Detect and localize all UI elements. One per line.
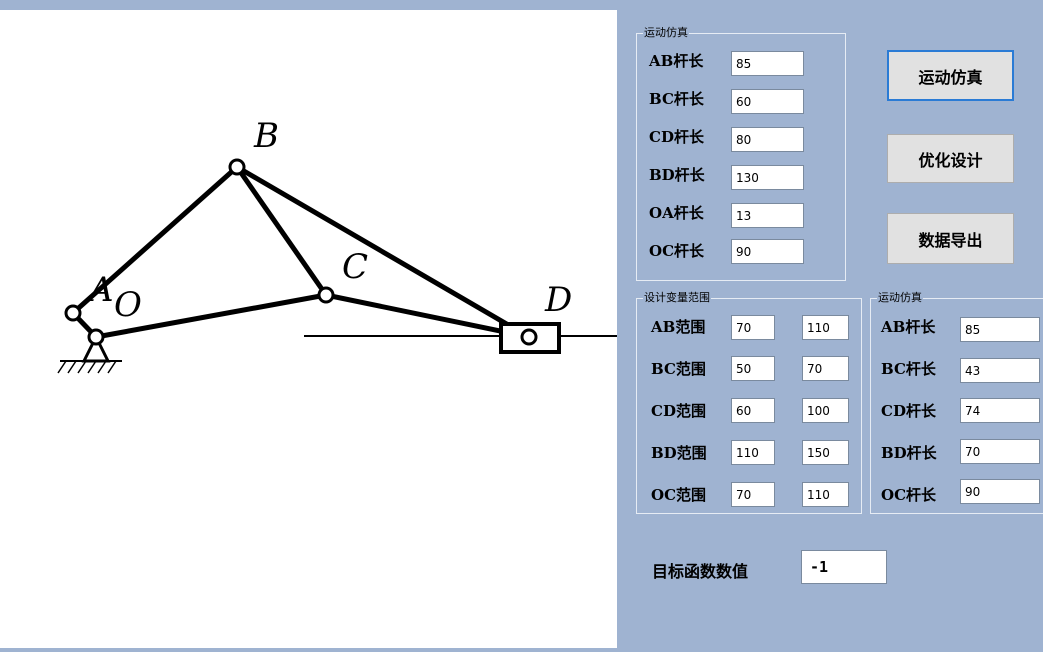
range-ab-label: AB范围 xyxy=(651,318,706,336)
sim-oa-label: OA杆长 xyxy=(649,204,704,222)
link-OC xyxy=(95,292,327,340)
range-cd-label: CD范围 xyxy=(651,402,706,420)
range-ab-min[interactable]: 70 xyxy=(731,315,775,340)
sim-bc-label: BC杆长 xyxy=(649,90,704,108)
result-oc-input[interactable]: 90 xyxy=(960,479,1040,504)
result-bc-input[interactable]: 43 xyxy=(960,358,1040,383)
mechanism-diagram: B C A O D xyxy=(57,116,617,374)
label-B: B xyxy=(253,116,279,156)
label-D: D xyxy=(544,280,572,320)
label-A: A xyxy=(86,270,114,310)
objective-value-field[interactable]: -1 xyxy=(801,550,887,584)
sim-cd-label: CD杆长 xyxy=(649,128,704,146)
result-group-title: 运动仿真 xyxy=(877,291,923,305)
result-cd-label: CD杆长 xyxy=(881,402,936,420)
range-cd-min[interactable]: 60 xyxy=(731,398,775,423)
range-bd-min[interactable]: 110 xyxy=(731,440,775,465)
sim-oc-input[interactable]: 90 xyxy=(731,239,804,264)
label-O: O xyxy=(114,285,142,325)
link-BC xyxy=(234,165,329,297)
range-bd-max[interactable]: 150 xyxy=(802,440,849,465)
sim-bd-input[interactable]: 130 xyxy=(731,165,804,190)
range-bc-label: BC范围 xyxy=(651,360,706,378)
link-CD xyxy=(325,292,530,340)
range-oc-max[interactable]: 110 xyxy=(802,482,849,507)
range-oc-min[interactable]: 70 xyxy=(731,482,775,507)
joint-B xyxy=(228,158,246,176)
range-bd-label: BD范围 xyxy=(651,444,707,462)
joint-O xyxy=(87,328,105,346)
export-button[interactable]: 数据导出 xyxy=(887,213,1014,264)
mechanism-canvas: B C A O D xyxy=(0,10,617,648)
range-group-title: 设计变量范围 xyxy=(643,291,711,305)
objective-label: 目标函数数值 xyxy=(652,562,749,581)
range-oc-label: OC范围 xyxy=(651,486,707,504)
range-cd-max[interactable]: 100 xyxy=(802,398,849,423)
result-ab-input[interactable]: 85 xyxy=(960,317,1040,342)
sim-cd-input[interactable]: 80 xyxy=(731,127,804,152)
link-BD xyxy=(235,164,531,340)
simulate-button[interactable]: 运动仿真 xyxy=(887,50,1014,101)
sim-group: 运动仿真 AB杆长 85 BC杆长 60 CD杆长 80 BD杆长 130 OA… xyxy=(636,26,846,281)
label-C: C xyxy=(342,247,368,287)
result-oc-label: OC杆长 xyxy=(881,486,937,504)
sim-bc-input[interactable]: 60 xyxy=(731,89,804,114)
result-bd-input[interactable]: 70 xyxy=(960,439,1040,464)
joint-C xyxy=(317,286,335,304)
sim-oc-label: OC杆长 xyxy=(649,242,705,260)
optimize-button[interactable]: 优化设计 xyxy=(887,134,1014,183)
range-bc-min[interactable]: 50 xyxy=(731,356,775,381)
result-bd-label: BD杆长 xyxy=(881,444,937,462)
result-cd-input[interactable]: 74 xyxy=(960,398,1040,423)
ground-hatch xyxy=(57,360,117,374)
sim-bd-label: BD杆长 xyxy=(649,166,705,184)
link-AB xyxy=(71,165,239,315)
range-bc-max[interactable]: 70 xyxy=(802,356,849,381)
result-ab-label: AB杆长 xyxy=(881,318,936,336)
result-bc-label: BC杆长 xyxy=(881,360,936,378)
sim-group-title: 运动仿真 xyxy=(643,26,689,40)
result-group: 运动仿真 AB杆长 85 BC杆长 43 CD杆长 74 BD杆长 70 OC杆… xyxy=(870,291,1043,514)
range-ab-max[interactable]: 110 xyxy=(802,315,849,340)
joint-D xyxy=(520,328,538,346)
sim-ab-label: AB杆长 xyxy=(649,52,704,70)
sim-ab-input[interactable]: 85 xyxy=(731,51,804,76)
range-group: 设计变量范围 AB范围 70 110 BC范围 50 70 CD范围 60 10… xyxy=(636,291,862,514)
sim-oa-input[interactable]: 13 xyxy=(731,203,804,228)
joint-A xyxy=(64,304,82,322)
